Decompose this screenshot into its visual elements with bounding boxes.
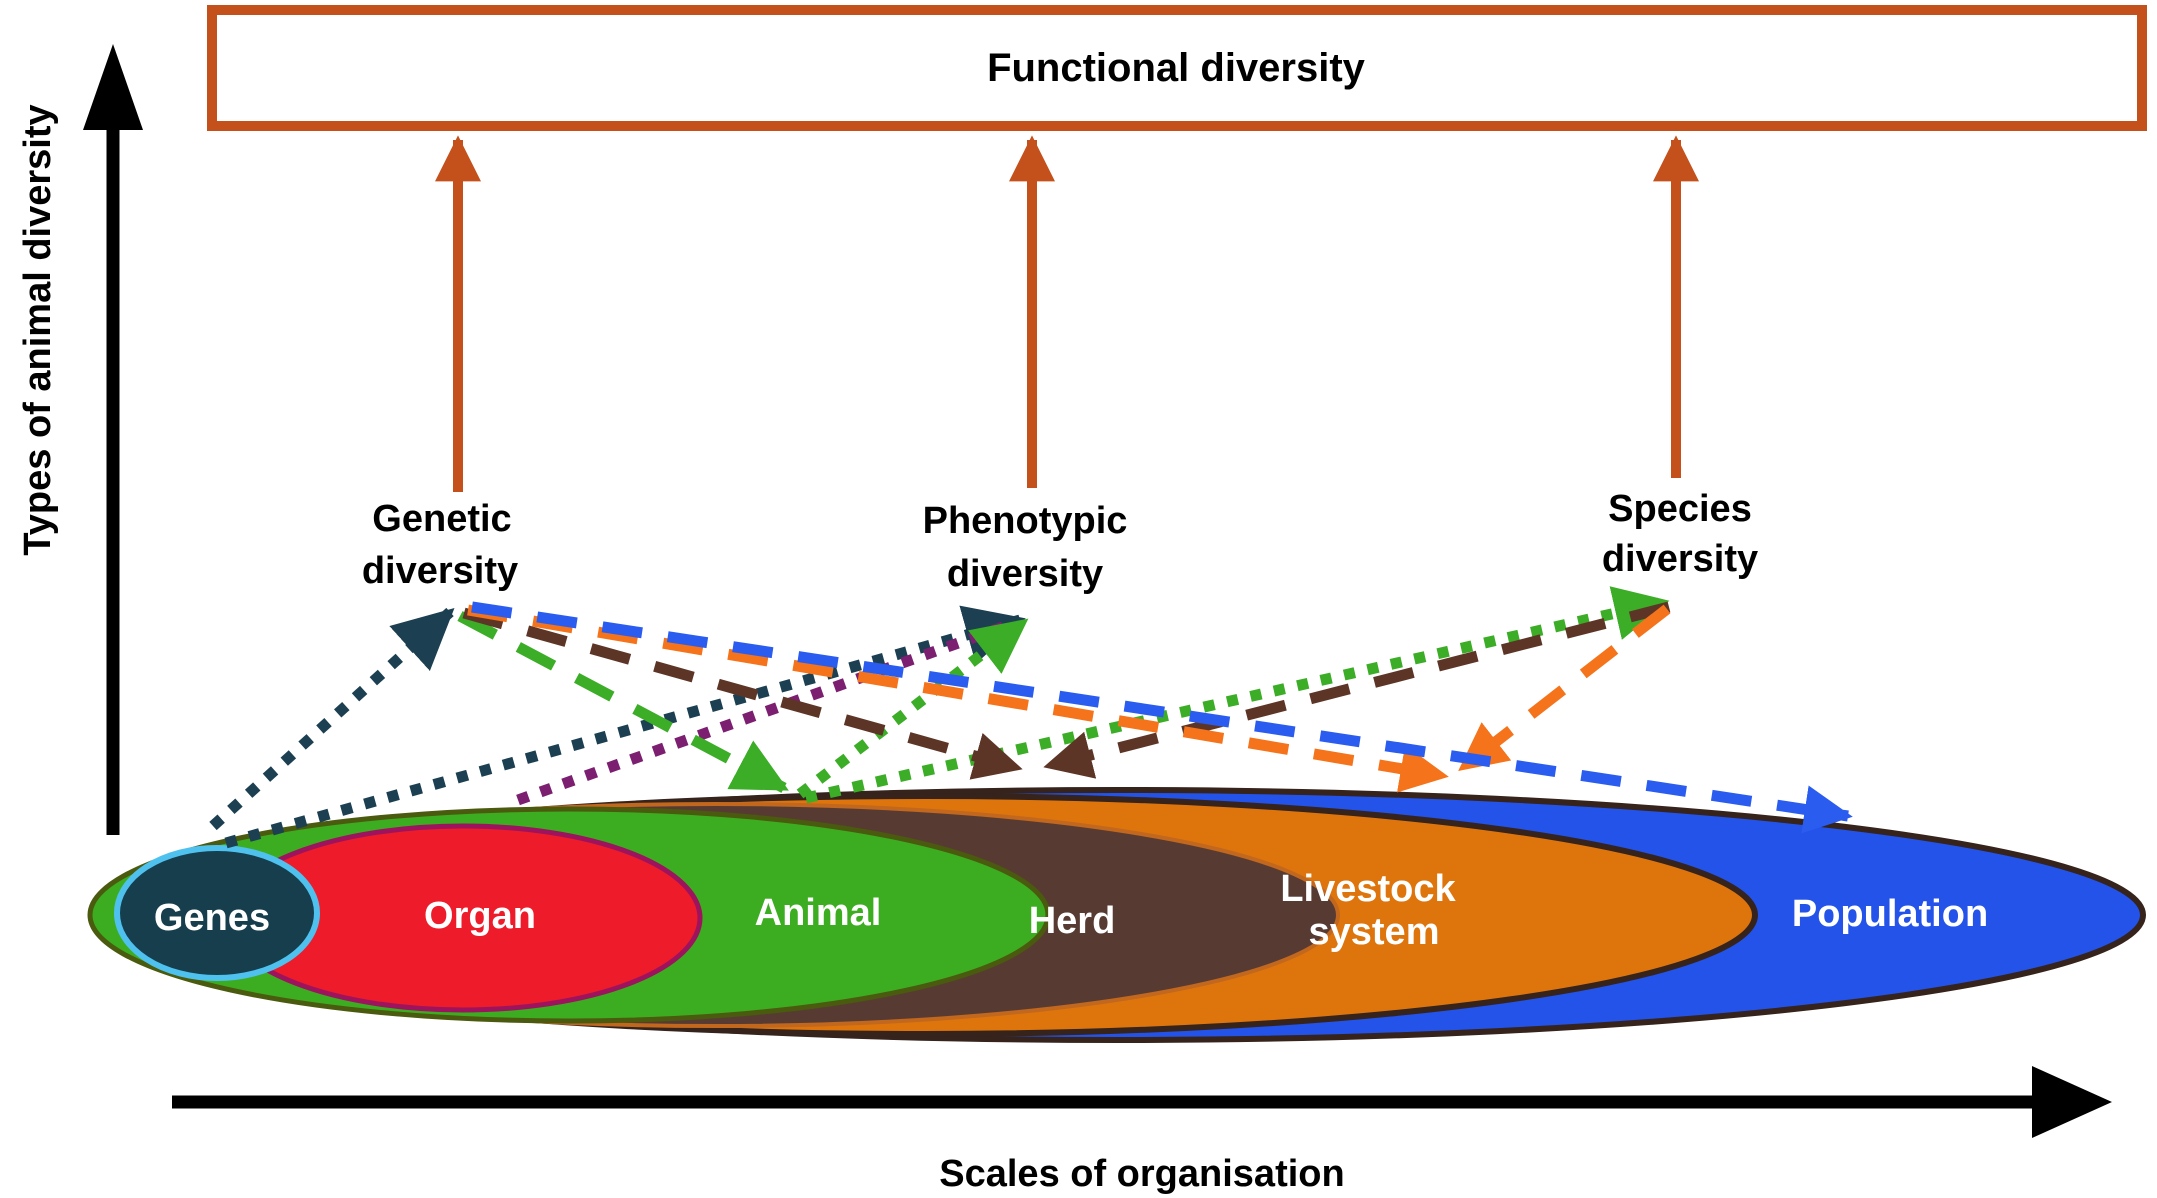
arrow-species-diversity-to-livestock-system [1458, 604, 1671, 773]
animal-label: Animal [755, 892, 882, 934]
arrow-genetic-diversity-to-population [471, 601, 1853, 834]
genetic-diversity-label-line2: diversity [362, 550, 518, 592]
genes-label: Genes [154, 897, 270, 939]
arrow-genetic-diversity-to-herd [462, 607, 1023, 780]
x-axis-arrowhead-icon [2032, 1066, 2112, 1138]
arrow-animal-to-species-diversity [804, 586, 1670, 804]
x-axis-label: Scales of organisation [939, 1153, 1344, 1195]
species-diversity-label-line2: diversity [1602, 538, 1758, 580]
herd-label: Herd [1029, 900, 1116, 942]
functional-diversity-label: Functional diversity [987, 46, 1366, 90]
genetic-diversity-label-line1: Genetic [372, 498, 511, 540]
arrow-species-diversity-to-herd [1043, 601, 1671, 779]
species-diversity-label-line1: Species [1608, 488, 1752, 530]
y-axis-label: Types of animal diversity [17, 104, 59, 555]
population-label: Population [1792, 893, 1988, 935]
functional-diversity-box [207, 5, 2147, 131]
arrow-genes-to-genetic-diversity [209, 607, 455, 831]
arrow-genetic-diversity-to-livestock-system [467, 604, 1449, 793]
phenotypic-diversity-label-line1: Phenotypic [923, 500, 1128, 542]
arrow-genes-to-phenotypic-diversity [224, 605, 1026, 849]
organ-label: Organ [424, 895, 536, 937]
ellipse-genes [114, 845, 320, 981]
arrow-animal-to-phenotypic-diversity [796, 617, 1029, 799]
livestock-system-label-line2: system [1309, 911, 1440, 953]
y-axis-arrowhead-icon [83, 44, 143, 130]
livestock-system-label-line1: Livestock [1280, 868, 1456, 910]
phenotypic-diversity-label-line2: diversity [947, 553, 1103, 595]
